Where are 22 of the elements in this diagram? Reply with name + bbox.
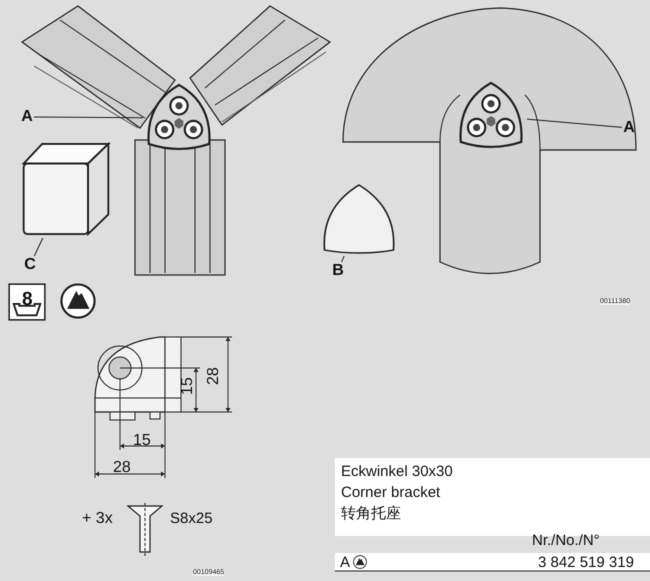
part-letter: C <box>22 256 38 274</box>
symbol-number: 8 <box>22 290 33 309</box>
part-letter: A <box>20 108 34 126</box>
dimension-value: 15 <box>133 433 151 449</box>
product-name: 转角托座 <box>341 506 401 521</box>
screw-size-label: S8x25 <box>170 511 213 526</box>
leader-line <box>341 256 345 262</box>
part-number: 3 842 519 319 <box>538 555 634 570</box>
part-letter: B <box>330 262 346 280</box>
dimension-value: 15 <box>180 377 196 395</box>
cube-drawing <box>20 140 112 238</box>
quantity-label: + 3x <box>82 511 113 527</box>
leader-line <box>526 118 622 128</box>
dimension-value: 28 <box>113 460 131 476</box>
leader-line <box>34 116 144 118</box>
variant-letter: A <box>340 555 350 570</box>
part-letter: A <box>622 119 636 137</box>
leader-line <box>34 238 44 256</box>
product-name: Corner bracket <box>341 485 440 500</box>
column-heading: Nr./No./N° <box>532 533 600 548</box>
product-name: Eckwinkel 30x30 <box>341 464 453 479</box>
dimension-value: 28 <box>206 367 222 385</box>
